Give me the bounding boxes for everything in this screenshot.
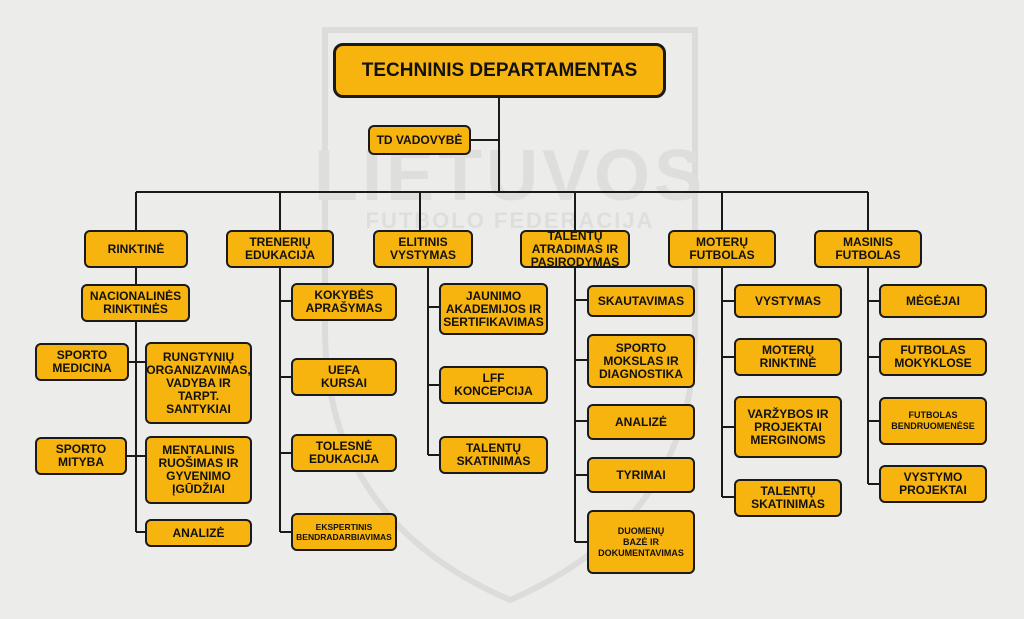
dept-moteru-futbolas: MOTERŲ FUTBOLAS [668,230,776,268]
node-sporto-mokslas: SPORTO MOKSLAS IR DIAGNOSTIKA [587,334,695,388]
node-tolesne-edukacija: TOLESNĖ EDUKACIJA [291,434,397,472]
dept-talentu-atradimas: TALENTŲ ATRADIMAS IR PASIRODYMAS [520,229,630,268]
node-vystymas: VYSTYMAS [734,284,842,318]
node-lff-koncepcija: LFF KONCEPCIJA [439,366,548,404]
node-duomenu-baze: DUOMENŲ BAZĖ IR DOKUMENTAVIMAS [587,510,695,574]
node-futbolas-bendruomenese: FUTBOLAS BENDRUOMENĖSE [879,397,987,445]
dept-masinis-futbolas: MASINIS FUTBOLAS [814,230,922,268]
node-rinktine-analize: ANALIZĖ [145,519,252,547]
node-megejai: MĖGĖJAI [879,284,987,318]
node-mentalinis-ruosimas: MENTALINIS RUOŠIMAS IR GYVENIMO ĮGŪDŽIAI [145,436,252,504]
node-elitinis-talentu-skatinimas: TALENTŲ SKATINIMAS [439,436,548,474]
node-uefa-kursai: UEFA KURSAI [291,358,397,396]
node-tyrimai: TYRIMAI [587,457,695,493]
node-sporto-medicina: SPORTO MEDICINA [35,343,129,381]
node-varzybos-ir-projektai: VARŽYBOS IR PROJEKTAI MERGINOMS [734,396,842,458]
node-moteru-rinktine: MOTERŲ RINKTINĖ [734,338,842,376]
node-talentu-analize: ANALIZĖ [587,404,695,440]
dept-rinktine: RINKTINĖ [84,230,188,268]
node-moteru-talentu-skatinimas: TALENTŲ SKATINIMAS [734,479,842,517]
node-kokybes-aprasymas: KOKYBĖS APRAŠYMAS [291,283,397,321]
dept-elitinis-vystymas: ELITINIS VYSTYMAS [373,230,473,268]
node-sporto-mityba: SPORTO MITYBA [35,437,127,475]
node-jaunimo-akademijos: JAUNIMO AKADEMIJOS IR SERTIFIKAVIMAS [439,283,548,335]
node-rungtyniu-organizavimas: RUNGTYNIŲ ORGANIZAVIMAS, VADYBA IR TARPT… [145,342,252,424]
node-ekspertinis-bendradarbiavimas: EKSPERTINIS BENDRADARBIAVIMAS [291,513,397,551]
watermark-subtitle: FUTBOLO FEDERACIJA [366,208,655,233]
node-nacionalines-rinktines: NACIONALINĖS RINKTINĖS [81,284,190,322]
node-techninis-departamentas: TECHNINIS DEPARTAMENTAS [333,43,666,98]
node-skautavimas: SKAUTAVIMAS [587,285,695,317]
node-td-vadovybe: TD VADOVYBĖ [368,125,471,155]
node-futbolas-mokyklose: FUTBOLAS MOKYKLOSE [879,338,987,376]
dept-treneriu-edukacija: TRENERIŲ EDUKACIJA [226,230,334,268]
node-vystymo-projektai: VYSTYMO PROJEKTAI [879,465,987,503]
